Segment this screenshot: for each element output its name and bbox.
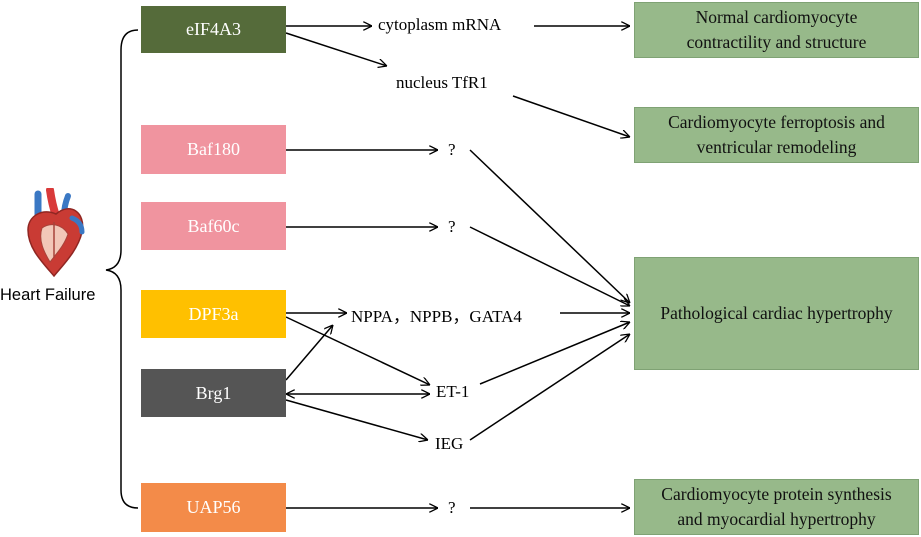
heart-icon bbox=[27, 188, 85, 278]
label-nucleus-tfr1: nucleus TfR1 bbox=[396, 73, 488, 92]
outcome-ferroptosis-line1: Cardiomyocyte ferroptosis and bbox=[668, 112, 885, 132]
factor-baf180: Baf180 bbox=[141, 125, 286, 174]
bracket bbox=[105, 29, 139, 509]
label-question-baf60c: ? bbox=[448, 217, 456, 236]
label-question-uap56: ? bbox=[448, 498, 456, 517]
arrow-dpf3a-et1 bbox=[285, 316, 430, 385]
outcome-pathological-hypertrophy: Pathological cardiac hypertrophy bbox=[634, 257, 919, 370]
arrow-ieg-hypertrophy bbox=[469, 334, 630, 441]
factor-brg1: Brg1 bbox=[141, 369, 286, 417]
label-cytoplasm-mrna: cytoplasm mRNA bbox=[378, 15, 502, 34]
arrow-nucleus-ferroptosis bbox=[512, 95, 630, 137]
arrow-et1-hypertrophy bbox=[479, 322, 630, 385]
arrow-brg1-nppa bbox=[285, 325, 333, 381]
outcome-ferroptosis: Cardiomyocyte ferroptosis and ventricula… bbox=[634, 107, 919, 163]
factor-uap56: UAP56 bbox=[141, 483, 286, 532]
label-ieg: IEG bbox=[435, 434, 464, 453]
outcome-protein-synthesis: Cardiomyocyte protein synthesis and myoc… bbox=[634, 479, 919, 535]
arrow-brg1-ieg bbox=[285, 399, 428, 440]
arrow-eif4a3-nucleus bbox=[285, 32, 387, 66]
label-et1: ET-1 bbox=[436, 382, 470, 401]
arrow-q-hypertrophy-2 bbox=[469, 226, 630, 306]
factor-dpf3a: DPF3a bbox=[141, 290, 286, 338]
label-question-baf180: ? bbox=[448, 140, 456, 159]
arrow-q-hypertrophy-1 bbox=[469, 149, 630, 303]
label-nppa-nppb-gata4: NPPA，NPPB，GATA4 bbox=[351, 307, 522, 326]
outcome-normal-line1: Normal cardiomyocyte bbox=[695, 7, 858, 27]
factor-baf60c: Baf60c bbox=[141, 202, 286, 250]
outcome-normal-line2: contractility and structure bbox=[686, 32, 867, 52]
outcome-ferroptosis-line2: ventricular remodeling bbox=[696, 137, 857, 157]
factor-eif4a3: eIF4A3 bbox=[141, 6, 286, 53]
outcome-normal-contractility: Normal cardiomyocyte contractility and s… bbox=[634, 2, 919, 58]
heart-failure-label: Heart Failure bbox=[0, 286, 96, 304]
outcome-protein-line2: and myocardial hypertrophy bbox=[677, 509, 876, 529]
outcome-protein-line1: Cardiomyocyte protein synthesis bbox=[661, 484, 892, 504]
